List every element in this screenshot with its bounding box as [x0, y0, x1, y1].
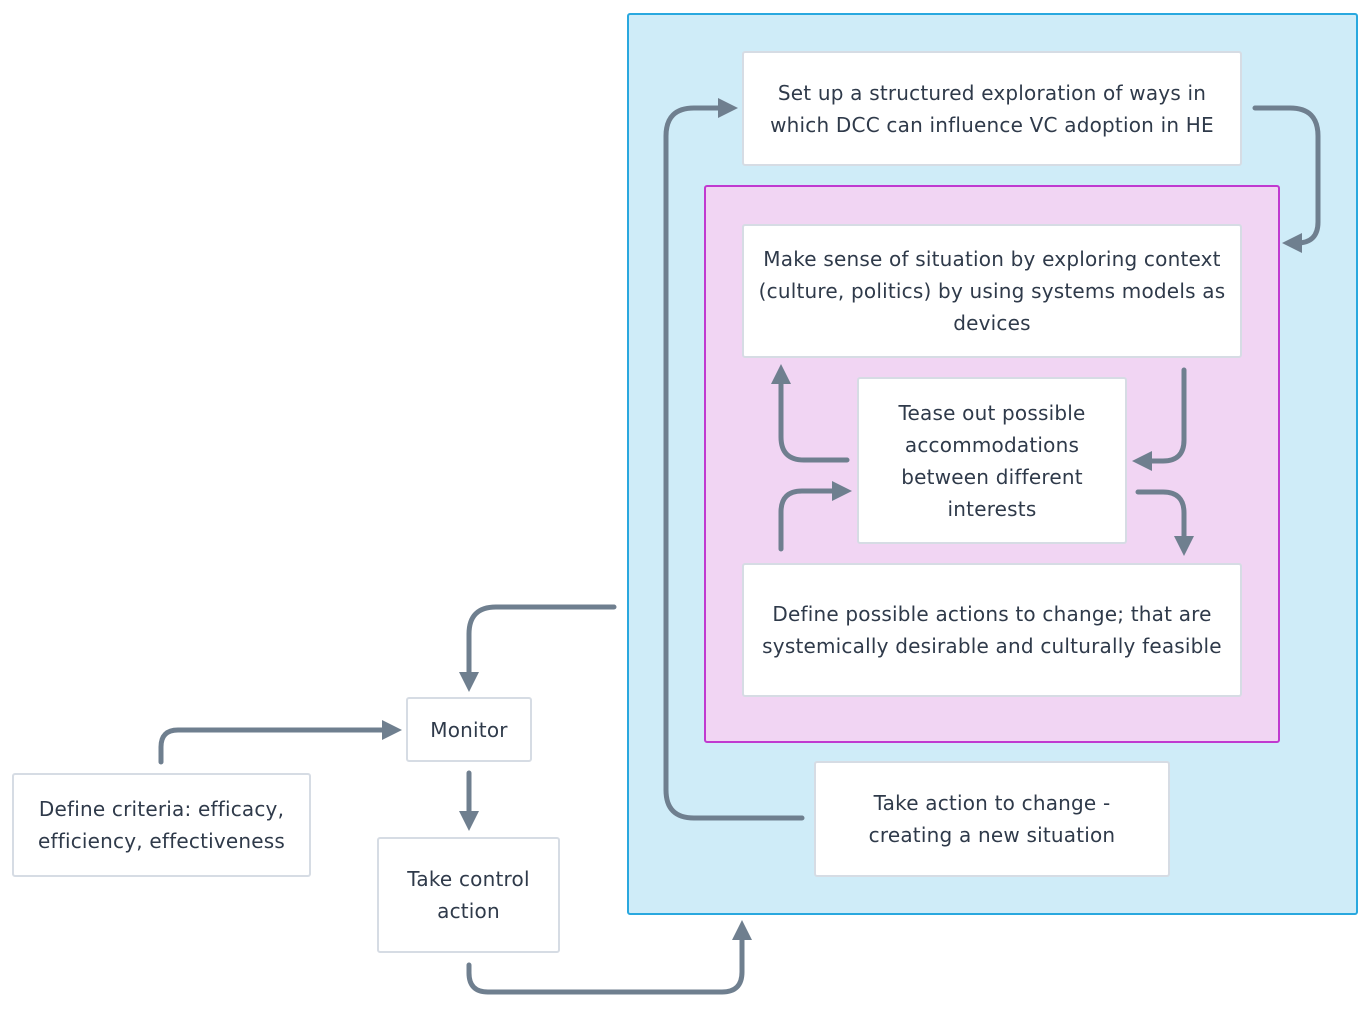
monitor-label: Monitor: [430, 717, 508, 742]
arrow-control-to-outer: [466, 920, 752, 995]
take-control-label: Take control action: [407, 867, 530, 923]
take-action-box[interactable]: Take action to change - creating a new s…: [814, 761, 1170, 877]
arrow-tease-to-define: [1135, 489, 1194, 556]
arrow-criteria-to-monitor: [158, 720, 402, 765]
arrow-define-to-tease: [778, 481, 852, 552]
tease-out-label: Tease out possible accommodations betwee…: [898, 400, 1086, 521]
take-action-label: Take action to change - creating a new s…: [868, 791, 1116, 847]
define-actions-label: Define possible actions to change; that …: [762, 602, 1222, 658]
make-sense-box[interactable]: Make sense of situation by exploring con…: [742, 224, 1242, 358]
arrow-tease-to-sense: [771, 364, 850, 463]
define-actions-box[interactable]: Define possible actions to change; that …: [742, 563, 1242, 697]
setup-exploration-label: Set up a structured exploration of ways …: [770, 80, 1214, 137]
tease-out-box[interactable]: Tease out possible accommodations betwee…: [857, 377, 1127, 544]
arrow-outer-to-monitor: [459, 604, 617, 692]
arrow-setup-to-inner: [1252, 105, 1321, 253]
make-sense-label: Make sense of situation by exploring con…: [758, 247, 1226, 335]
arrow-sense-to-tease: [1132, 367, 1187, 471]
arrow-take-action-to-setup: [663, 98, 805, 821]
monitor-box[interactable]: Monitor: [406, 697, 532, 762]
take-control-box[interactable]: Take control action: [377, 837, 560, 953]
setup-exploration-box[interactable]: Set up a structured exploration of ways …: [742, 51, 1242, 166]
define-criteria-box[interactable]: Define criteria: efficacy, efficiency, e…: [12, 773, 311, 877]
define-criteria-label: Define criteria: efficacy, efficiency, e…: [37, 797, 286, 853]
